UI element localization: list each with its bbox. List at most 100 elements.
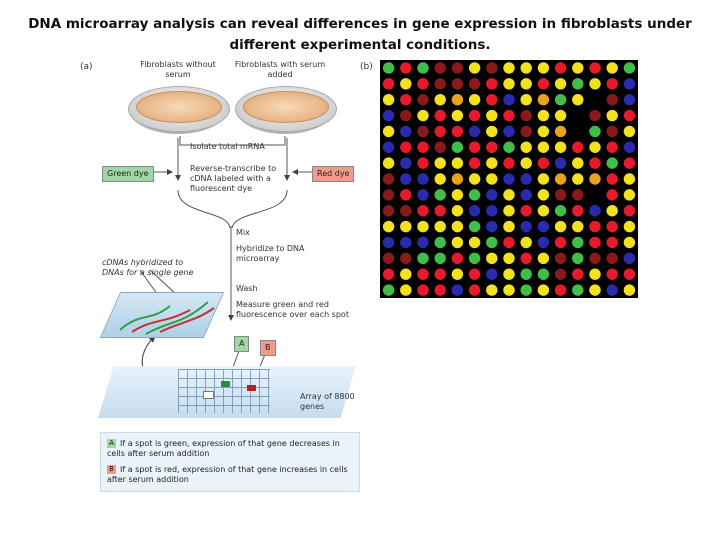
microarray-spot	[382, 252, 395, 265]
microarray-spot	[400, 157, 412, 169]
microarray-spot	[623, 93, 636, 106]
microarray-spot	[623, 62, 636, 74]
microarray-spot	[606, 236, 618, 249]
microarray-spot	[468, 173, 481, 185]
microarray-spot	[623, 284, 636, 296]
microarray-spot	[417, 284, 429, 296]
microarray-spot	[468, 62, 481, 74]
microarray-spot	[434, 252, 446, 265]
microarray-spot	[400, 268, 412, 280]
microarray-spot	[417, 93, 429, 106]
microarray-spot	[554, 125, 567, 138]
microarray-spot	[520, 268, 532, 280]
microarray-spot	[434, 173, 446, 185]
panel-b-label: (b)	[360, 62, 373, 72]
microarray-spot	[417, 157, 429, 169]
microarray-spot	[537, 125, 550, 138]
microarray-spot	[434, 62, 446, 74]
microarray-spot	[468, 78, 481, 90]
microarray-spot	[382, 189, 395, 201]
microarray-spot	[537, 252, 550, 265]
microarray-spot	[554, 109, 567, 122]
microarray-spot	[451, 62, 464, 74]
microarray-spot	[606, 268, 618, 280]
microarray-spot	[554, 173, 567, 185]
microarray-spot	[606, 93, 618, 106]
microarray-spot	[503, 268, 515, 280]
microarray-spot	[606, 173, 618, 185]
microarray-spot	[486, 141, 498, 153]
microarray-spot	[520, 189, 532, 201]
microarray-spot	[520, 252, 532, 265]
microarray-spot	[520, 205, 532, 217]
microarray-spot	[486, 93, 498, 106]
microarray-spot	[468, 109, 481, 122]
microarray-spot	[572, 252, 584, 265]
microarray-spot	[451, 78, 464, 90]
microarray-spot	[503, 252, 515, 265]
microarray-spot	[520, 173, 532, 185]
microarray-spot	[503, 109, 515, 122]
microarray-spot	[417, 141, 429, 153]
microarray-spot	[417, 189, 429, 201]
microarray-spot	[400, 220, 412, 233]
microarray-spot	[468, 252, 481, 265]
microarray-spot	[554, 252, 567, 265]
microarray-spot	[589, 205, 601, 217]
microarray-spot	[623, 109, 636, 122]
array-label: Array of 8800 genes	[300, 392, 355, 411]
step-wash: Wash	[236, 284, 258, 293]
microarray-spot	[606, 252, 618, 265]
microarray-spot	[451, 236, 464, 249]
microarray-spot	[400, 93, 412, 106]
microarray-spot	[434, 109, 446, 122]
microarray-grid	[178, 369, 270, 413]
microarray-spot	[623, 141, 636, 153]
microarray-spot	[520, 220, 532, 233]
microarray-spot	[572, 157, 584, 169]
red-spot	[247, 385, 256, 391]
microarray-spot	[572, 205, 584, 217]
microarray-spot	[400, 189, 412, 201]
petri-dish-with-serum	[235, 86, 337, 138]
microarray-spot	[486, 220, 498, 233]
microarray-spot	[468, 125, 481, 138]
microarray-spot	[503, 236, 515, 249]
step-measure: Measure green and red fluorescence over …	[236, 300, 349, 319]
microarray-spot	[589, 284, 601, 296]
legend-text-b: If a spot is red, expression of that gen…	[107, 465, 348, 484]
microarray-spot	[554, 268, 567, 280]
green-dye-tag: Green dye	[102, 166, 154, 182]
microarray-spot	[468, 220, 481, 233]
microarray-spot	[400, 125, 412, 138]
microarray-spot	[468, 93, 481, 106]
microarray-spot	[468, 141, 481, 153]
microarray-spot	[417, 109, 429, 122]
microarray-spot	[468, 157, 481, 169]
microarray-spot	[589, 62, 601, 74]
microarray-spot	[503, 205, 515, 217]
microarray-spot	[382, 268, 395, 280]
microarray-spot	[486, 109, 498, 122]
microarray-spot	[382, 220, 395, 233]
microarray-spot	[537, 205, 550, 217]
microarray-spot	[451, 157, 464, 169]
step-reverse-transcribe: Reverse-transcribe to cDNA labeled with …	[190, 164, 277, 193]
cdna-strands	[119, 301, 215, 335]
microarray-spot	[434, 220, 446, 233]
microarray-spot	[486, 268, 498, 280]
microarray-spot	[572, 189, 584, 201]
microarray-spot	[400, 205, 412, 217]
microarray-spot	[451, 109, 464, 122]
microarray-spot	[417, 236, 429, 249]
microarray-spot	[451, 220, 464, 233]
microarray-spot	[589, 173, 601, 185]
callout-b: B	[260, 340, 276, 356]
blank-spot	[203, 391, 214, 399]
microarray-spot	[382, 157, 395, 169]
microarray-spot	[382, 205, 395, 217]
microarray-spot	[520, 78, 532, 90]
microarray-spot	[417, 220, 429, 233]
